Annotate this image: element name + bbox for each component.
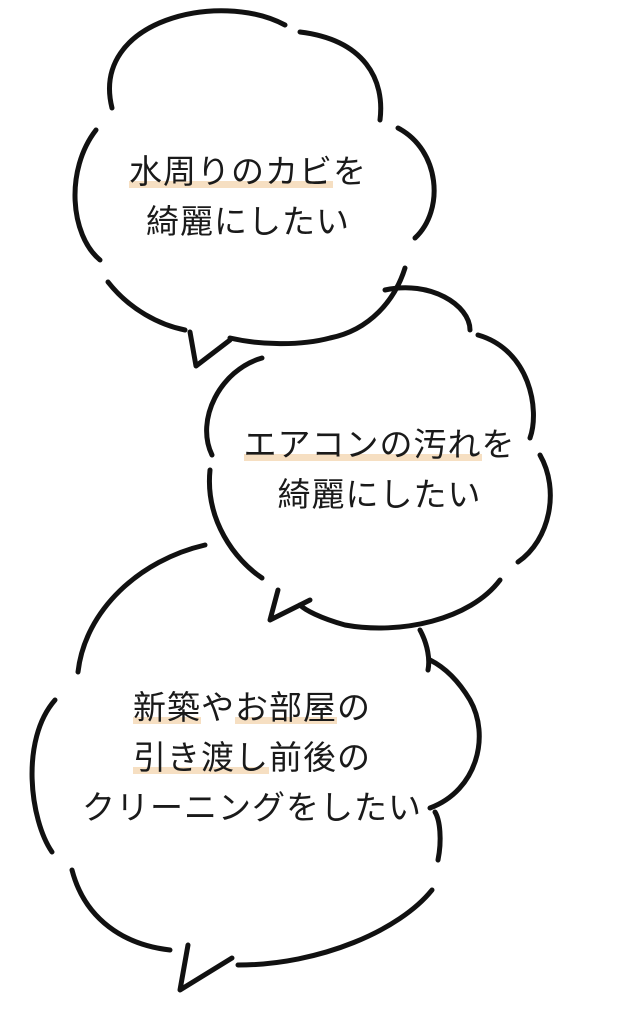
highlighted-text: お部屋: [235, 688, 337, 727]
text-segment: を: [333, 152, 367, 191]
bubble-3-line: 引き渡し前後の: [72, 733, 432, 783]
bubble-2-line: エアコンの汚れを: [232, 420, 527, 470]
text-segment: 綺麗にしたい: [277, 475, 482, 514]
bubble-3-text: 新築やお部屋の引き渡し前後のクリーニングをしたい: [72, 683, 432, 833]
bubble-3-line: クリーニングをしたい: [72, 783, 432, 833]
bubble-1-line: 綺麗にしたい: [118, 197, 378, 247]
bubble-3-line: 新築やお部屋の: [72, 683, 432, 733]
bubble-1-line: 水周りのカビを: [118, 147, 378, 197]
highlighted-text: 引き渡し: [133, 738, 269, 777]
text-segment: クリーニングをしたい: [82, 788, 422, 827]
bubble-1-outline: [72, 8, 437, 369]
highlighted-text: 新築: [133, 688, 201, 727]
highlighted-text: 水周りのカビ: [129, 152, 333, 191]
text-segment: の: [337, 688, 371, 727]
text-segment: や: [201, 688, 235, 727]
bubble-2-line: 綺麗にしたい: [232, 470, 527, 520]
bubble-2-text: エアコンの汚れを綺麗にしたい: [232, 420, 527, 520]
bubble-3-outline: [29, 542, 482, 993]
text-segment: 綺麗にしたい: [146, 202, 350, 241]
text-segment: を: [481, 425, 516, 464]
bubble-2-outline: [204, 285, 553, 631]
text-segment: 前後の: [269, 738, 371, 777]
bubble-1-text: 水周りのカビを綺麗にしたい: [118, 147, 378, 247]
highlighted-text: エアコンの汚れ: [243, 425, 482, 464]
